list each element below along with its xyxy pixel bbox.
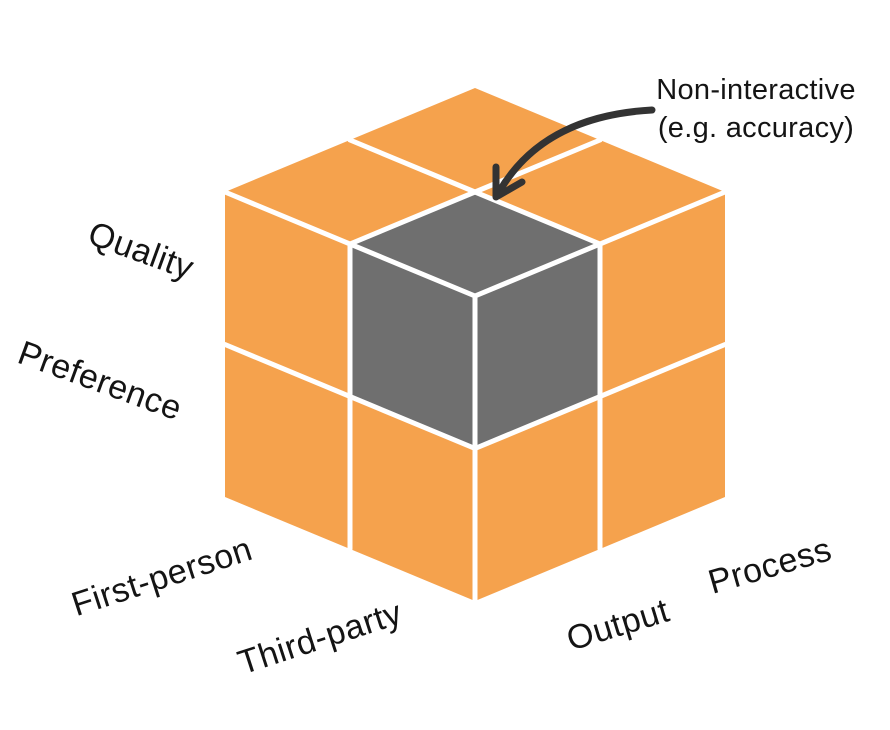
annotation-arrowhead (492, 163, 526, 201)
annotation-arrow-shaft (495, 106, 656, 196)
cube-grid-lines (222, 137, 728, 604)
grid-line-left-horizontal (222, 342, 478, 451)
annotation-text-line2: (e.g. accuracy) (658, 112, 854, 144)
grid-line-top-b (347, 137, 603, 247)
grid-line-right-horizontal (472, 342, 728, 451)
annotation-arrow (492, 106, 656, 201)
annotation-text-line1: Non-interactive (656, 74, 856, 106)
